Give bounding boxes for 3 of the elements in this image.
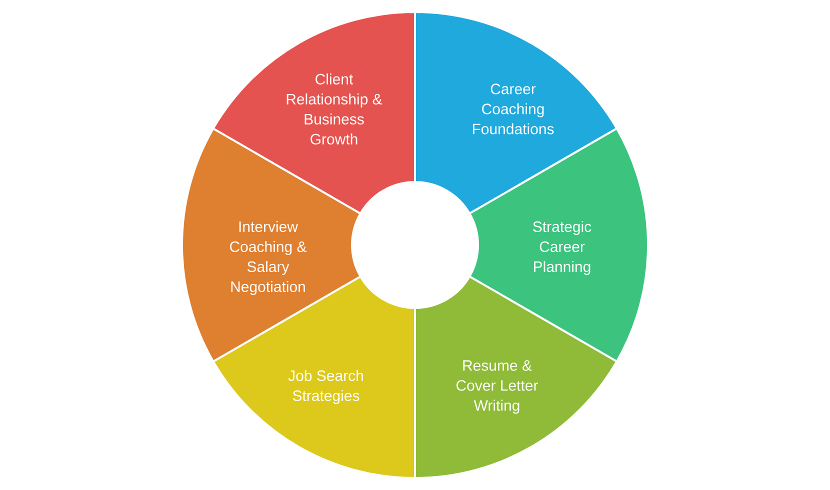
wheel-segment: Career Coaching Foundations [414,11,618,214]
wheel-segment: Client Relationship & Business Growth [212,11,416,214]
wheel-segment: Resume & Cover Letter Writing [414,276,618,479]
